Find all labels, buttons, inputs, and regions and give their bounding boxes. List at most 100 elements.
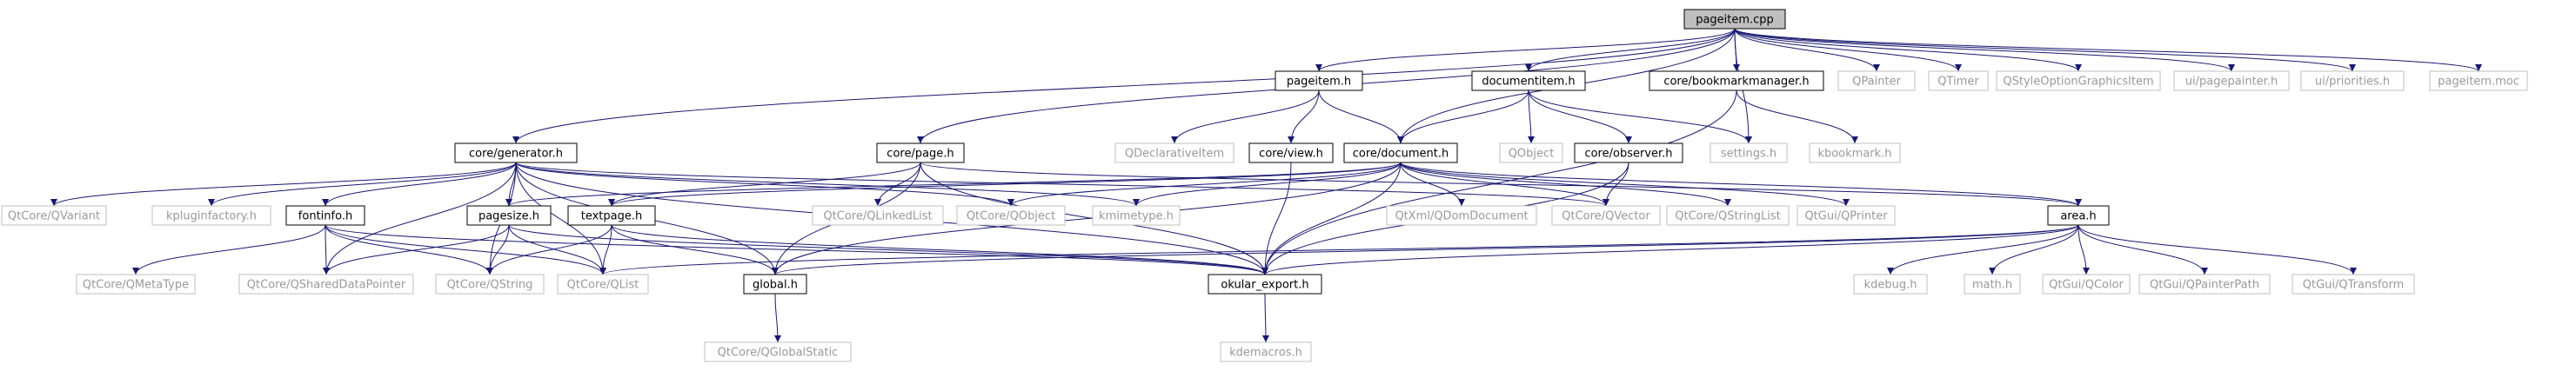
- node-label: textpage.h: [581, 210, 643, 223]
- node-label: QtCore/QLinkedList: [823, 210, 932, 223]
- node-box: [1809, 142, 1901, 163]
- node-documentitem-h[interactable]: documentitem.h: [1471, 70, 1586, 91]
- node-settings-h: settings.h: [1710, 142, 1788, 163]
- edge-documentitem_h-to-observer_h: [1528, 89, 1632, 144]
- node-label: fontinfo.h: [298, 210, 352, 223]
- edge-documentitem_h-to-settings_h: [1528, 89, 1752, 144]
- node-label: core/generator.h: [469, 148, 563, 161]
- node-qtcore-qglobalstatic: QtCore/QGlobalStatic: [704, 341, 852, 362]
- node-box: [2173, 70, 2290, 91]
- node-document-h[interactable]: core/document.h: [1343, 142, 1458, 163]
- node-fontinfo-h[interactable]: fontinfo.h: [285, 205, 365, 226]
- edge-document_h-to-area_h: [1400, 162, 2082, 207]
- node-box: [2300, 70, 2405, 91]
- node-qtcore-qlist: QtCore/QList: [557, 274, 649, 295]
- node-qtcore-qstringlist: QtCore/QStringList: [1666, 205, 1790, 226]
- edge-area_h-to-global_h: [772, 224, 2079, 275]
- node-label: core/page.h: [887, 148, 953, 161]
- node-observer-h[interactable]: core/observer.h: [1574, 142, 1683, 163]
- node-qtcore-qvariant: QtCore/QVariant: [1, 205, 107, 226]
- node-box: [1964, 274, 2021, 295]
- edge-generator_h-to-kmimetype_h: [515, 162, 1140, 207]
- edge-pageitem_cpp-to-pageitem_h: [1315, 28, 1736, 72]
- node-label: kmimetype.h: [1099, 210, 1174, 223]
- node-box: [1928, 70, 1989, 91]
- node-label: core/view.h: [1259, 148, 1323, 161]
- edge-generator_h-to-qtcore_qvector: [515, 162, 1609, 207]
- node-box: [1220, 341, 1312, 362]
- node-qtcore-qmetatype: QtCore/QMetaType: [76, 274, 196, 295]
- node-label: QtCore/QVariant: [8, 210, 100, 223]
- node-qstyleoption: QStyleOptionGraphicsItem: [1996, 70, 2161, 91]
- node-global-h[interactable]: global.h: [743, 274, 807, 295]
- node-textpage-h[interactable]: textpage.h: [567, 205, 656, 226]
- node-label: kdemacros.h: [1229, 347, 1302, 360]
- node-label: QtGui/QPainterPath: [2150, 279, 2259, 292]
- node-area-h[interactable]: area.h: [2047, 205, 2110, 226]
- node-pageitem-cpp[interactable]: pageitem.cpp: [1683, 9, 1786, 30]
- node-view-h[interactable]: core/view.h: [1248, 142, 1334, 163]
- node-box: [1208, 274, 1322, 295]
- edge-pageitem_h-to-view_h: [1288, 89, 1320, 144]
- node-label: kdebug.h: [1864, 279, 1917, 292]
- node-okular-export-h[interactable]: okular_export.h: [1208, 274, 1322, 295]
- node-pagesize-h[interactable]: pagesize.h: [466, 205, 552, 226]
- node-label: QtCore/QObject: [967, 210, 1055, 223]
- node-label: QTimer: [1937, 76, 1979, 89]
- node-priorities-h: ui/priorities.h: [2300, 70, 2405, 91]
- node-generator-h[interactable]: core/generator.h: [454, 142, 578, 163]
- node-qtcore-qstring: QtCore/QString: [435, 274, 545, 295]
- node-label: pageitem.h: [1287, 76, 1351, 89]
- edge-area_h-to-qtgui_qcolor: [2078, 224, 2090, 275]
- node-box: [2047, 205, 2110, 226]
- node-label: core/observer.h: [1584, 148, 1672, 161]
- node-bookmarkmanager-h[interactable]: core/bookmarkmanager.h: [1649, 70, 1824, 91]
- edge-document_h-to-qtcore_qobject: [1007, 162, 1402, 207]
- node-qdeclarativeitem: QDeclarativeItem: [1114, 142, 1234, 163]
- edge-bookmarkmanager_h-to-kbookmark_h: [1736, 89, 1858, 144]
- node-box: [435, 274, 545, 295]
- node-label: QStyleOptionGraphicsItem: [2003, 76, 2153, 89]
- edge-generator_h-to-qtcore_qvariant: [50, 162, 517, 207]
- node-label: QtCore/QSharedDataPointer: [247, 279, 406, 292]
- node-box: [567, 205, 656, 226]
- node-box: [704, 341, 852, 362]
- edge-area_h-to-qtgui_qtransform: [2078, 224, 2357, 275]
- node-kdebug-h: kdebug.h: [1853, 274, 1928, 295]
- edge-pageitem_cpp-to-pageitem_moc: [1734, 28, 2482, 72]
- node-label: QtCore/QGlobalStatic: [718, 347, 839, 360]
- edge-pagesize_h-to-qtcore_qshareddatapointer: [323, 224, 510, 275]
- node-label: pagesize.h: [478, 210, 539, 223]
- node-qtgui-qcolor: QtGui/QColor: [2042, 274, 2131, 295]
- node-qtxml-qdomdocument: QtXml/QDomDocument: [1386, 205, 1537, 226]
- node-label: math.h: [1972, 279, 2012, 292]
- edge-pageitem_cpp-to-qstyleoption: [1734, 28, 2082, 72]
- node-label: core/document.h: [1353, 148, 1449, 161]
- edge-fontinfo_h-to-qtcore_qmetatype: [132, 224, 326, 275]
- edge-documentitem_h-to-document_h: [1397, 89, 1529, 144]
- node-label: pageitem.cpp: [1696, 14, 1774, 27]
- edge-textpage_h-to-okular_export_h: [611, 224, 1268, 275]
- edge-textpage_h-to-global_h: [611, 224, 779, 275]
- node-box: [1649, 70, 1824, 91]
- edge-document_h-to-qtxml_qdomdocument: [1400, 162, 1465, 207]
- edge-pagesize_h-to-okular_export_h: [508, 224, 1268, 275]
- edge-document_h-to-qtcore_qvector: [1400, 162, 1609, 207]
- edge-bookmarkmanager_h-to-okular_export_h: [1261, 89, 1737, 275]
- edge-page_h-to-textpage_h: [608, 162, 921, 207]
- node-qtcore-qvector: QtCore/QVector: [1551, 205, 1661, 226]
- edge-pageitem_cpp-to-generator_h: [512, 28, 1736, 144]
- node-box: [1683, 9, 1786, 30]
- node-kmimetype-h: kmimetype.h: [1092, 205, 1181, 226]
- edge-fontinfo_h-to-okular_export_h: [325, 224, 1268, 275]
- edge-area_h-to-kdebug_h: [1887, 224, 2079, 275]
- node-box: [76, 274, 196, 295]
- node-box: [956, 205, 1066, 226]
- node-qtcore-qlinkedlist: QtCore/QLinkedList: [812, 205, 944, 226]
- node-box: [2292, 274, 2415, 295]
- node-label: core/bookmarkmanager.h: [1663, 76, 1809, 89]
- node-box: [285, 205, 365, 226]
- node-pageitem-h[interactable]: pageitem.h: [1275, 70, 1363, 91]
- node-kpluginfactory-h: kpluginfactory.h: [151, 205, 271, 226]
- node-page-h[interactable]: core/page.h: [876, 142, 965, 163]
